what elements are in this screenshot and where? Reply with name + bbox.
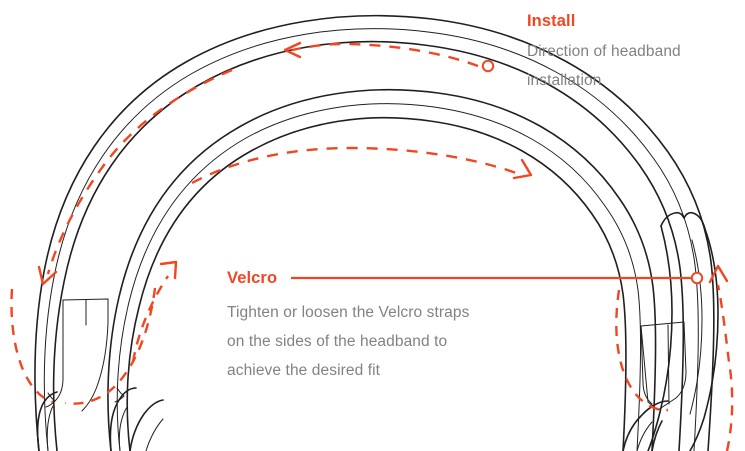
right-leg-bottom — [622, 400, 669, 451]
callout-velcro-line-2: on the sides of the headband to — [227, 333, 448, 350]
velcro-leader-endpoint-circle — [690, 271, 704, 285]
left-leg-bottom — [36, 387, 164, 451]
left-strap-arrow — [10, 287, 157, 405]
top-arc-arrow — [283, 41, 495, 73]
callout-install-title: Install — [527, 12, 576, 30]
callout-install-line-1: Direction of headband — [527, 43, 681, 60]
top-arrow-endpoint-circle — [481, 59, 495, 73]
callout-velcro: Velcro Tighten or loosen the Velcro stra… — [227, 267, 469, 385]
mid-arc-arrow — [191, 146, 533, 185]
callout-velcro-line-3: achieve the desired fit — [227, 362, 381, 379]
callout-velcro-title: Velcro — [227, 269, 278, 287]
velcro-leader-line — [291, 271, 704, 285]
outer-band-group — [34, 14, 715, 451]
left-inner-arrow — [131, 260, 178, 363]
callout-install-line-2: installation — [527, 72, 602, 89]
inner-band-group — [107, 88, 657, 451]
right-ear-shell — [647, 211, 719, 451]
callout-velcro-line-1: Tighten or loosen the Velcro straps — [227, 304, 470, 321]
callout-install: Install Direction of headband installati… — [527, 10, 681, 95]
right-velcro-strap — [640, 321, 687, 411]
left-outer-arrow — [37, 68, 233, 286]
right-strap-arrow — [615, 264, 734, 451]
